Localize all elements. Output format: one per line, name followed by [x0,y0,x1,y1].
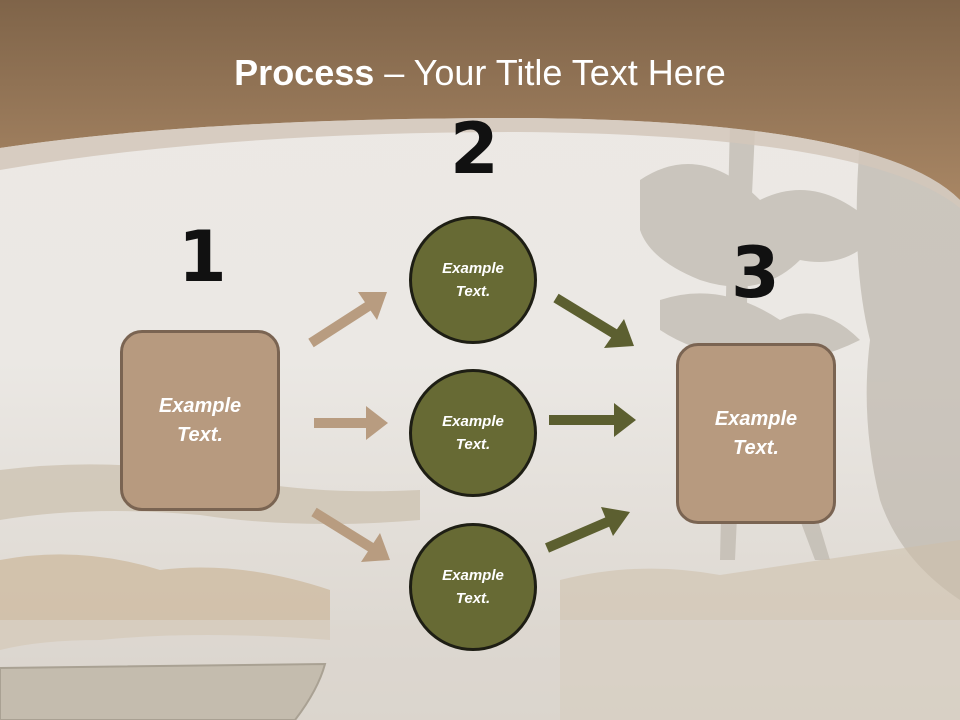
circle-top-line1: Example [442,260,504,277]
step-number-1: 1 [178,216,227,298]
left-box-line2: Text. [177,423,223,446]
header-band [0,0,960,200]
left-box-line1: Example [158,394,242,417]
circle-middle-line2: Text. [455,436,491,453]
circle-bottom-line1: Example [442,567,504,584]
right-box-line2: Text. [733,436,779,459]
circle-middle-line1: Example [442,413,504,430]
title-rest: – Your Title Text Here [374,52,726,93]
rowboat [0,662,327,720]
circle-top-line2: Text. [455,283,491,300]
title-bold: Process [234,52,375,93]
right-step-box: Example Text. [676,343,836,524]
header-arc [0,118,960,208]
slide-title: Process – Your Title Text Here [0,52,960,94]
step-number-2: 2 [450,108,499,190]
circle-node-top: Example Text. [409,216,537,344]
left-step-box: Example Text. [120,330,280,511]
right-box-line1: Example [714,407,798,430]
circle-bottom-line2: Text. [455,590,491,607]
circle-node-middle: Example Text. [409,369,537,497]
step-number-3: 3 [731,232,780,314]
circle-node-bottom: Example Text. [409,523,537,651]
